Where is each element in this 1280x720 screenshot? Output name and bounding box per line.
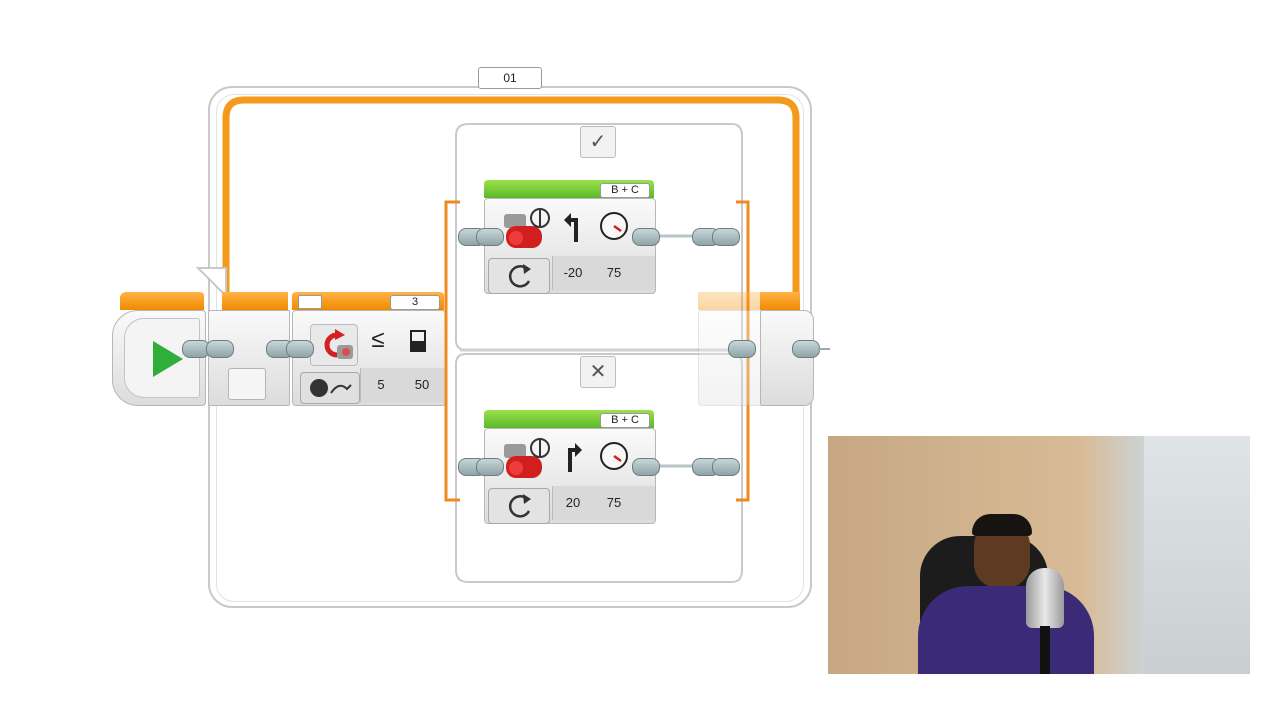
- value-divider: [360, 368, 445, 402]
- rotation-mode-icon[interactable]: [488, 258, 550, 294]
- steering-value-input[interactable]: 20: [565, 495, 581, 510]
- ghost-block-bar: [698, 292, 760, 310]
- switch-top-exit-port-2[interactable]: [712, 228, 740, 246]
- steering-top-input-port-2[interactable]: [476, 228, 504, 246]
- play-button[interactable]: [124, 318, 200, 398]
- compare-value-input[interactable]: 5: [377, 377, 385, 392]
- webcam-person-hair: [972, 514, 1032, 536]
- motor-ports-label-bottom[interactable]: B + C: [600, 413, 650, 428]
- loop-end-body: [760, 310, 814, 406]
- large-motor-icon: [500, 436, 552, 482]
- loop-entry-port[interactable]: [206, 340, 234, 358]
- start-block[interactable]: [112, 292, 206, 410]
- less-equal-icon[interactable]: ≤: [371, 326, 385, 353]
- loop-mode-tab[interactable]: [228, 368, 266, 400]
- move-steering-block-top[interactable]: B + C -20 75: [484, 180, 656, 298]
- switch-case-true-tab[interactable]: ✓: [580, 126, 616, 158]
- start-block-bar: [120, 292, 204, 310]
- webcam-wall-right: [1144, 436, 1250, 674]
- block-icon-tab: [298, 295, 322, 309]
- switch-case-false-tab[interactable]: ✕: [580, 356, 616, 388]
- power-gauge-icon: [600, 442, 628, 470]
- loop-end-bar: [760, 292, 800, 310]
- loop-exit-wire: [818, 348, 830, 350]
- loop-entry-bar: [222, 292, 288, 310]
- power-value-input[interactable]: 75: [606, 265, 622, 280]
- loop-name-label[interactable]: 01: [478, 67, 542, 89]
- webcam-video: [828, 436, 1250, 674]
- play-icon: [153, 341, 183, 377]
- steering-bottom-output-port[interactable]: [632, 458, 660, 476]
- loop-arrow-icon: [195, 267, 227, 299]
- switch-bottom-exit-port-2[interactable]: [712, 458, 740, 476]
- threshold-icon: [410, 330, 426, 352]
- color-sensor-icon: [310, 324, 358, 366]
- steering-value-input[interactable]: -20: [563, 265, 583, 280]
- switch-merge-port[interactable]: [728, 340, 756, 358]
- check-icon: ✓: [589, 131, 607, 153]
- large-motor-icon: [500, 206, 552, 252]
- power-value-input[interactable]: 75: [606, 495, 622, 510]
- steering-top-params: [552, 256, 655, 290]
- webcam-microphone: [1026, 568, 1064, 628]
- power-gauge-icon: [600, 212, 628, 240]
- motor-ports-label[interactable]: B + C: [600, 183, 650, 198]
- cross-icon: ✕: [589, 361, 607, 383]
- loop-end-block[interactable]: [760, 292, 814, 410]
- loop-exit-port[interactable]: [792, 340, 820, 358]
- turn-right-icon: [568, 443, 582, 472]
- loop-entry-block: [208, 292, 290, 410]
- turn-left-icon: [564, 213, 578, 242]
- webcam-mic-stand: [1040, 626, 1050, 674]
- steering-bottom-params: [552, 486, 655, 520]
- steering-top-output-port[interactable]: [632, 228, 660, 246]
- reflected-light-icon[interactable]: [300, 372, 360, 404]
- threshold-value-input[interactable]: 50: [414, 377, 430, 392]
- move-steering-block-bottom[interactable]: B + C 20 75: [484, 410, 656, 528]
- steering-bottom-input-port-2[interactable]: [476, 458, 504, 476]
- webcam-person-shirt: [918, 586, 1094, 674]
- rotation-mode-icon[interactable]: [488, 488, 550, 524]
- sensor-port-label[interactable]: 3: [390, 295, 440, 310]
- ghost-block-body: [698, 310, 762, 406]
- color-sensor-block[interactable]: 3 ≤ 5 50: [292, 292, 446, 410]
- color-block-input-port[interactable]: [286, 340, 314, 358]
